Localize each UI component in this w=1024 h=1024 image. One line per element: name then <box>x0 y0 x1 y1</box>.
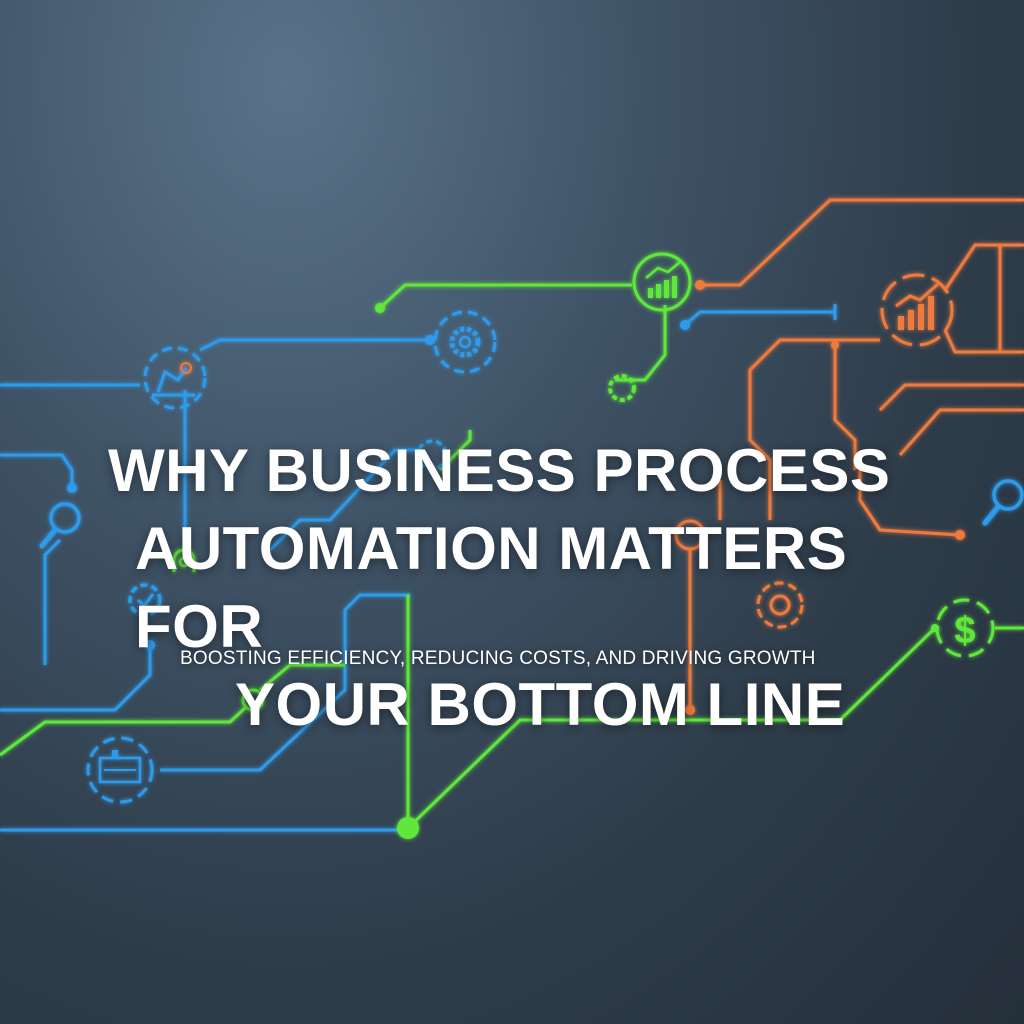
magnifier-icon <box>982 479 1024 526</box>
gear-icon <box>416 439 448 471</box>
orange-traces <box>688 198 1024 710</box>
trace-nodes <box>67 280 965 839</box>
factory-icon <box>86 736 154 804</box>
headline-line-1: WHY BUSINESS PROCESS <box>108 437 891 505</box>
gear-icon <box>608 374 636 402</box>
magnifier-icon <box>39 502 81 549</box>
bar-chart-up-icon <box>632 252 692 312</box>
headline-line-2: AUTOMATION MATTERS FOR <box>135 515 848 661</box>
headline-line-3: YOUR BOTTOM LINE <box>235 671 846 739</box>
subheadline: BOOSTING EFFICIENCY, REDUCING COSTS, AND… <box>180 648 816 669</box>
blue-traces <box>0 304 837 832</box>
robot-arm-icon <box>143 346 207 410</box>
gear-icon <box>433 310 497 374</box>
checkmark-badge-icon <box>128 583 162 617</box>
bar-chart-up-icon <box>880 273 954 347</box>
lock-icon <box>172 548 196 572</box>
dollar-icon: $ <box>935 598 995 658</box>
svg-text:$: $ <box>954 610 975 652</box>
headline: WHY BUSINESS PROCESS AUTOMATION MATTERS … <box>80 432 980 744</box>
target-icon <box>756 581 804 629</box>
